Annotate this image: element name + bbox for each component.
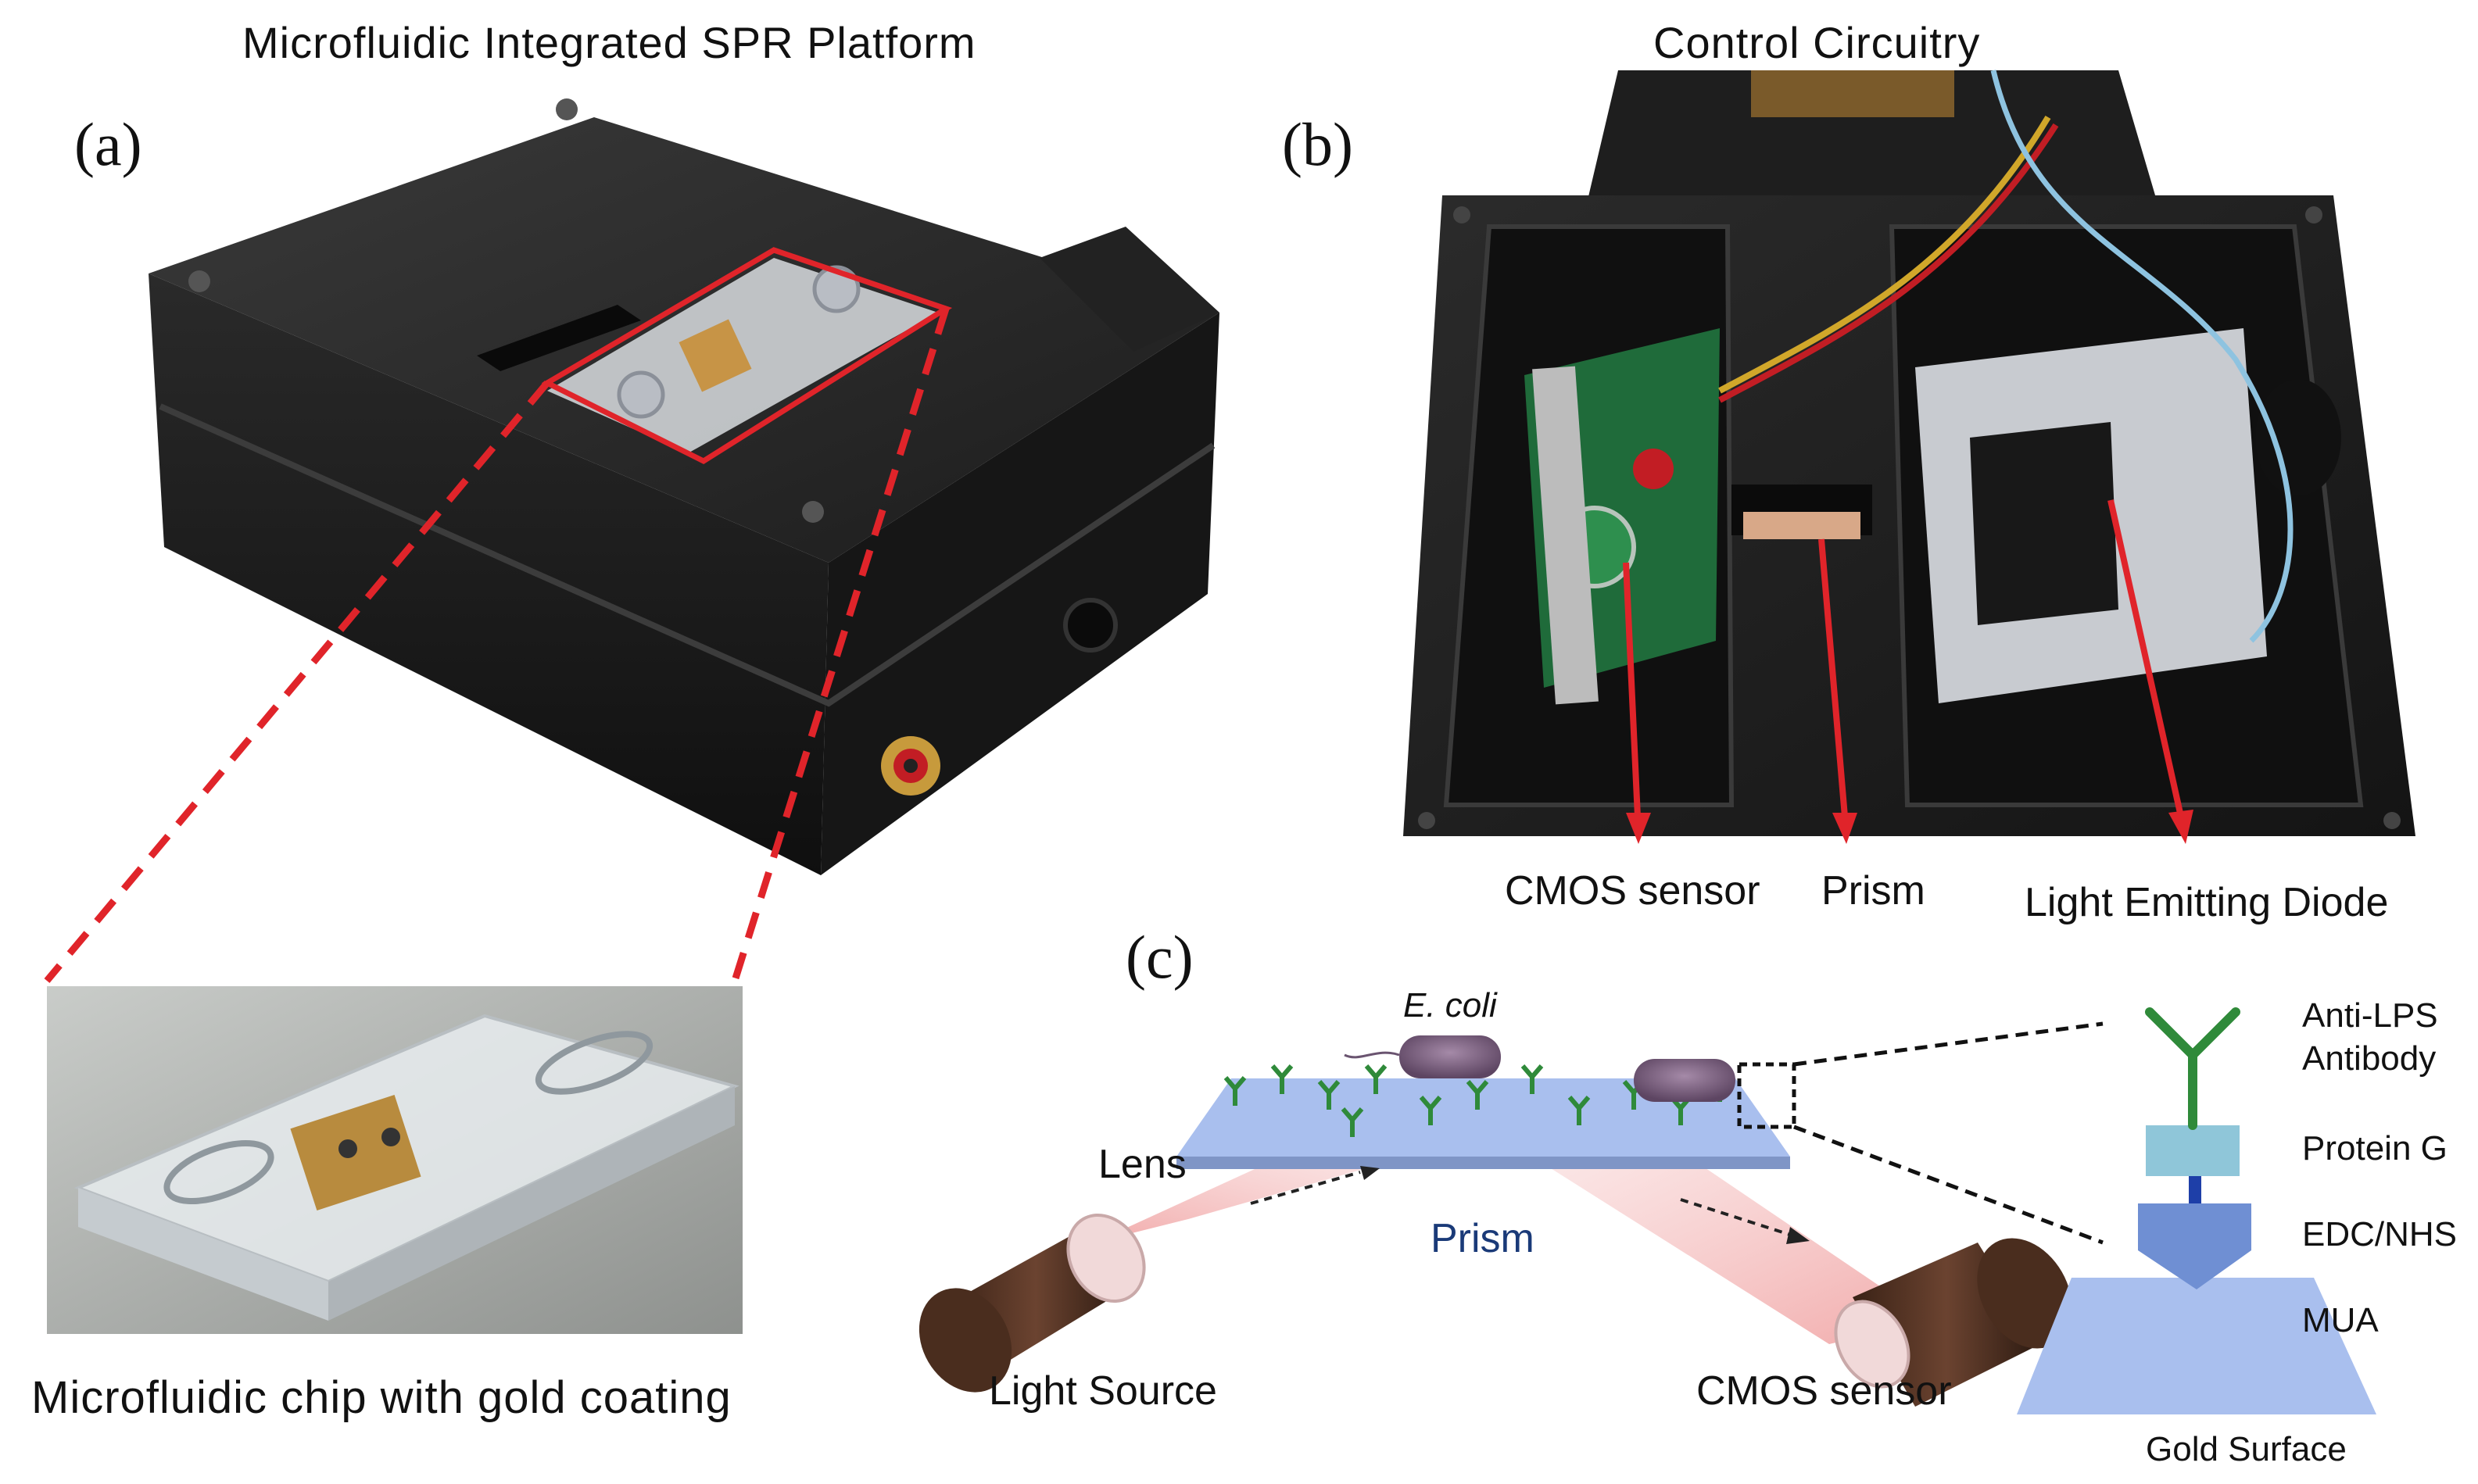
device-photo-b	[1403, 70, 2415, 844]
gold-surface-plate	[2017, 1278, 2376, 1414]
edc-nhs-block	[2138, 1203, 2251, 1289]
label-light-source: Light Source	[989, 1368, 1217, 1414]
label-edc-nhs: EDC/NHS	[2302, 1215, 2458, 1253]
label-lens: Lens	[1098, 1142, 1187, 1187]
cmos-sensor-cylinder	[1834, 1238, 2072, 1407]
label-prism-c: Prism	[1431, 1216, 1534, 1261]
zoom-line-right	[731, 307, 950, 982]
label-anti-lps-2: Antibody	[2302, 1039, 2437, 1078]
label-mua: MUA	[2302, 1301, 2379, 1339]
ecoli-bacterium-2	[1634, 1059, 1735, 1102]
panel-a-label: (a)	[74, 110, 142, 178]
surface-zoom-box	[1737, 1062, 1796, 1129]
zoom-line-left	[44, 381, 550, 983]
label-gold-surface: Gold Surface	[2146, 1430, 2347, 1468]
label-protein-g: Protein G	[2302, 1129, 2448, 1168]
arrow-cmos	[1623, 562, 1641, 817]
label-led-b: Light Emitting Diode	[2025, 880, 2389, 925]
surface-chemistry-stack	[2017, 1007, 2376, 1414]
protein-g-block	[2146, 1125, 2240, 1176]
label-prism-b: Prism	[1821, 868, 1925, 914]
label-ecoli: E. coli	[1403, 986, 1497, 1024]
arrow-prism	[1818, 538, 1848, 817]
device-photo-a	[149, 98, 1219, 875]
arrow-led	[2107, 499, 2184, 817]
panel-b-label: (b)	[1282, 110, 1353, 178]
panel-a-title: Microfluidic Integrated SPR Platform	[242, 18, 976, 67]
light-source-cylinder	[919, 1213, 1146, 1393]
panel-c-label: (c)	[1126, 923, 1194, 991]
spr-schematic	[919, 1007, 2376, 1414]
panel-b-title: Control Circuitry	[1653, 18, 1981, 67]
chip-inset-photo	[47, 986, 743, 1334]
label-cmos-sensor-b: CMOS sensor	[1505, 868, 1760, 914]
anti-lps-antibody	[2145, 1007, 2240, 1130]
label-anti-lps-1: Anti-LPS	[2302, 996, 2438, 1035]
ecoli-bacterium-1	[1344, 1035, 1501, 1078]
inset-caption: Microfluidic chip with gold coating	[31, 1372, 732, 1423]
label-cmos-sensor-c: CMOS sensor	[1696, 1368, 1952, 1414]
